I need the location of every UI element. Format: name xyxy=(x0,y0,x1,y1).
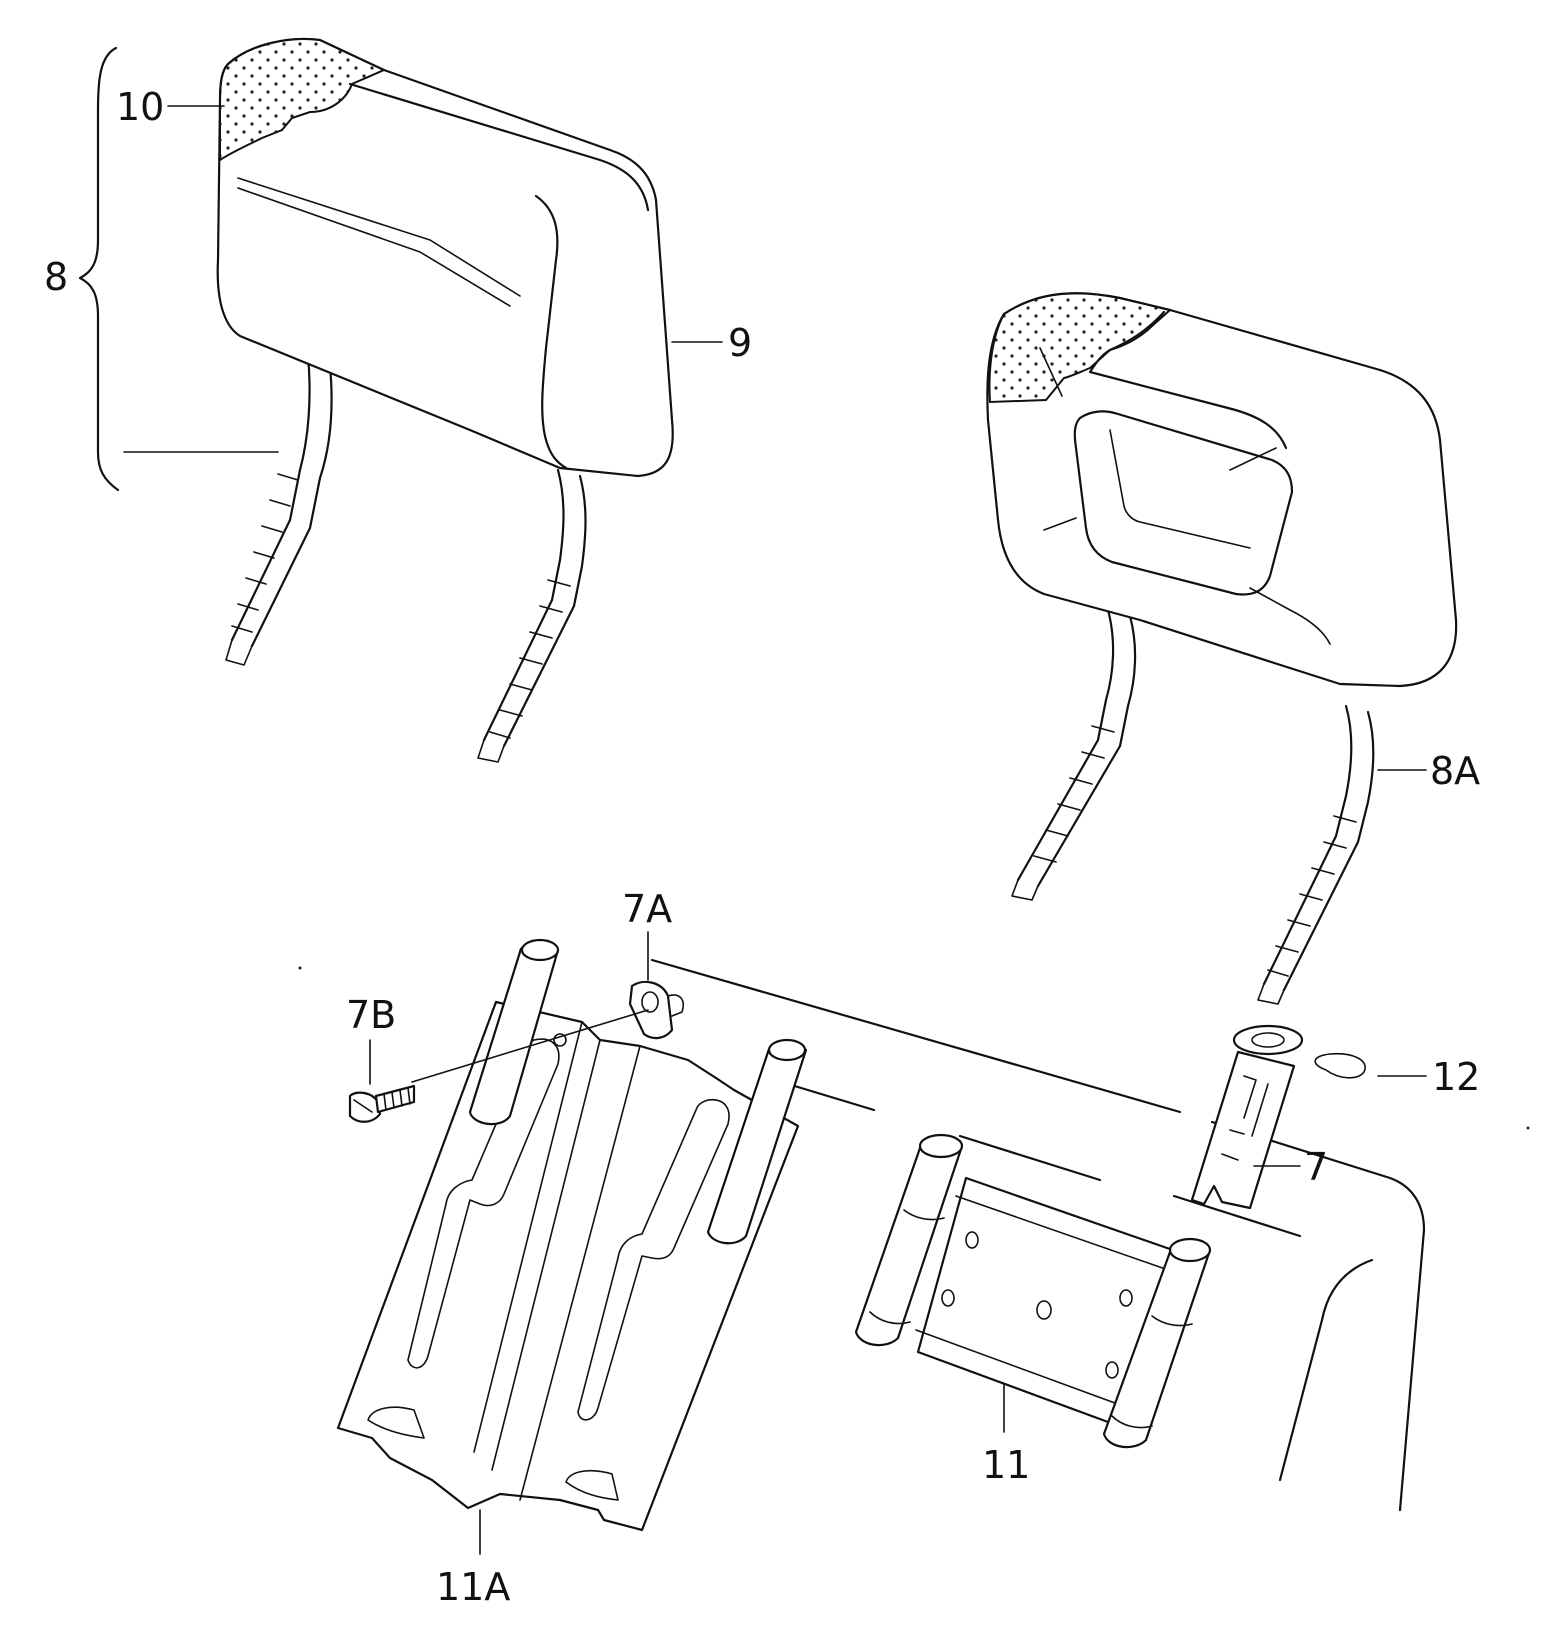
headrest-left-rod-right xyxy=(477,468,587,763)
guide-bracket-11a xyxy=(336,938,808,1532)
label-part-7: 7 xyxy=(1304,1145,1328,1189)
label-part-11: 11 xyxy=(982,1443,1030,1487)
leader-lines xyxy=(123,105,1427,1555)
label-part-11a: 11A xyxy=(436,1565,510,1609)
speck xyxy=(1526,1126,1530,1130)
guide-sleeve-7 xyxy=(1190,1024,1304,1210)
headrest-left-rod-left xyxy=(225,354,333,666)
screw-7b xyxy=(348,1009,649,1123)
label-part-10: 10 xyxy=(116,85,164,129)
headrest-left-fabric-patch xyxy=(219,38,387,162)
seat-back-outline xyxy=(650,958,1426,1512)
speck xyxy=(298,966,302,970)
guide-11 xyxy=(854,1133,1212,1449)
headrest-right-rod-left xyxy=(1011,608,1137,901)
label-part-9: 9 xyxy=(728,321,752,365)
label-part-7a: 7A xyxy=(622,887,672,931)
clip-7a xyxy=(628,980,684,1040)
headrest-left xyxy=(216,37,674,763)
headrest-right-rod-right xyxy=(1257,704,1375,1005)
label-part-8: 8 xyxy=(44,255,68,299)
ring-12 xyxy=(1314,1052,1366,1079)
brace-8 xyxy=(78,46,120,492)
label-part-12: 12 xyxy=(1432,1055,1480,1099)
headrest-right xyxy=(986,292,1458,1005)
label-part-7b: 7B xyxy=(346,993,396,1037)
label-part-8a: 8A xyxy=(1430,749,1480,793)
